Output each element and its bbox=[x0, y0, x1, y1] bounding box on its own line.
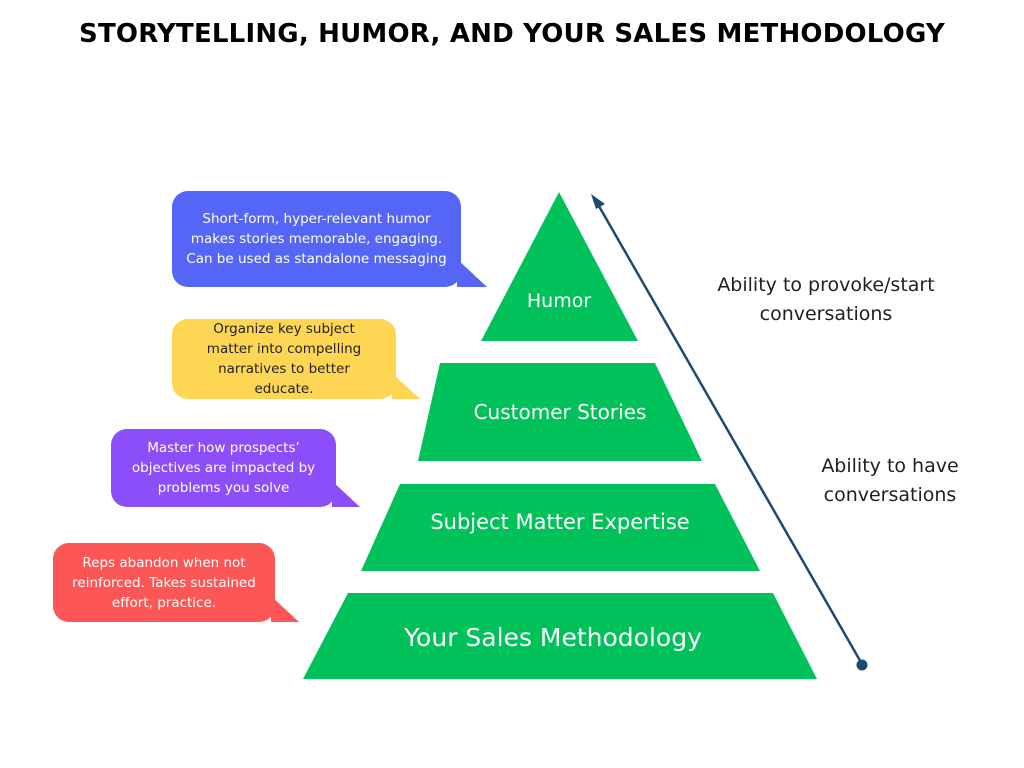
side-label-upper: Ability to provoke/start conversations bbox=[717, 274, 935, 325]
page-title: STORYTELLING, HUMOR, AND YOUR SALES METH… bbox=[79, 19, 945, 49]
callout-humor-text: Short-form, hyper-relevant humor makes s… bbox=[186, 211, 447, 267]
arrow-head-icon bbox=[591, 194, 605, 209]
callout-humor: Short-form, hyper-relevant humor makes s… bbox=[172, 191, 487, 287]
callout-customer-stories-text: Organize key subject matter into compell… bbox=[206, 321, 362, 397]
callout-tail bbox=[271, 596, 299, 622]
side-label-lower: Ability to have conversations bbox=[821, 455, 959, 506]
tier-humor-shape bbox=[481, 192, 638, 341]
tier-subject-matter-shape bbox=[361, 484, 760, 571]
tier-label-sales-methodology: Your Sales Methodology bbox=[403, 623, 702, 652]
callout-sales-methodology: Reps abandon when not reinforced. Takes … bbox=[53, 543, 299, 622]
callout-subject-matter: Master how prospects’ objectives are imp… bbox=[111, 429, 360, 507]
tier-customer-stories-shape bbox=[418, 363, 702, 461]
tier-label-customer-stories: Customer Stories bbox=[474, 400, 647, 424]
callout-customer-stories: Organize key subject matter into compell… bbox=[172, 319, 420, 399]
callout-subject-matter-text: Master how prospects’ objectives are imp… bbox=[131, 440, 316, 496]
callout-sales-methodology-text: Reps abandon when not reinforced. Takes … bbox=[72, 554, 256, 611]
tier-label-humor: Humor bbox=[527, 290, 591, 312]
progress-arrow bbox=[591, 194, 868, 671]
callout-tail bbox=[457, 259, 487, 287]
tier-label-subject-matter: Subject Matter Expertise bbox=[430, 510, 689, 534]
tier-sales-methodology-shape bbox=[303, 593, 817, 679]
callout-tail bbox=[332, 481, 360, 507]
callout-tail bbox=[392, 373, 420, 399]
arrow-base-dot bbox=[856, 659, 868, 671]
